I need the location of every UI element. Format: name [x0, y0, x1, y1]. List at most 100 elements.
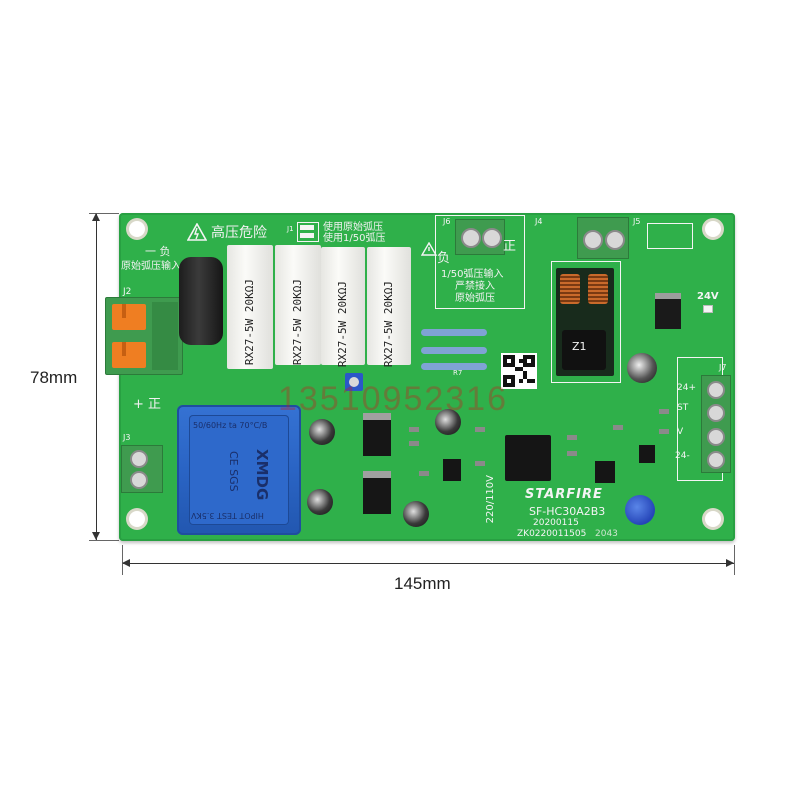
jumper-option-2: 使用1/50弧压 — [323, 233, 386, 244]
smd-component — [475, 427, 485, 432]
width-label: 145mm — [394, 574, 451, 593]
smd-component — [613, 425, 623, 430]
model-number: SF-HC30A2B3 — [529, 505, 606, 518]
j2-terminal-block[interactable] — [105, 297, 183, 375]
serial-suffix: 2043 — [595, 529, 618, 539]
smd-component — [659, 429, 669, 434]
j6-terminal-block[interactable] — [455, 219, 505, 255]
coil — [588, 274, 608, 304]
pcb-board: 高压危险 J1 使用原始弧压 使用1/50弧压 一 负 原始弧压输入 J2 + … — [105, 213, 735, 541]
relay-module: Z1 — [551, 261, 621, 383]
electrolytic-capacitor — [435, 409, 461, 435]
small-resistor — [421, 363, 487, 370]
j6-negative: 负 — [437, 251, 451, 266]
screw-terminal[interactable] — [583, 230, 603, 250]
pin-label: V — [677, 427, 684, 437]
led-indicator — [703, 305, 713, 313]
screw-terminal[interactable] — [482, 228, 502, 248]
connector-label-j1: J1 — [287, 225, 294, 233]
j7-terminal-block[interactable] — [701, 375, 731, 473]
screw-terminal[interactable] — [130, 450, 148, 468]
smd-component — [419, 471, 429, 476]
transformer-marks: CE SGS — [227, 451, 240, 492]
power-resistor: RX27-5W 20KΩJ — [367, 247, 411, 367]
power-transistor — [363, 413, 391, 456]
connector-label-j5: J5 — [633, 217, 641, 226]
connector-label-j2: J2 — [123, 287, 132, 297]
label-24v: 24V — [697, 291, 719, 302]
inductor-choke — [179, 257, 223, 345]
connector-label-j4: J4 — [535, 217, 543, 226]
transformer-test: HIPOT TEST 3.5KV — [191, 511, 264, 520]
screw-terminal[interactable] — [130, 471, 148, 489]
electrolytic-capacitor — [627, 353, 657, 383]
connector-label-j3: J3 — [123, 433, 131, 442]
jumper-option-1: 使用原始弧压 — [323, 222, 383, 233]
smd-component — [567, 435, 577, 440]
positive-label: + 正 — [133, 397, 162, 412]
power-resistor: RX27-5W 20KΩJ — [321, 247, 365, 367]
electrolytic-capacitor — [403, 501, 429, 527]
high-voltage-warning: 高压危险 — [211, 225, 267, 241]
j6-outline — [435, 215, 525, 309]
pin-label: 24+ — [677, 383, 696, 393]
transformer-rating: 50/60Hz ta 70°C/B — [193, 421, 268, 430]
j5-footprint — [647, 223, 693, 249]
j6-note-1: 1/50弧压输入 — [441, 269, 504, 280]
small-resistor — [421, 329, 487, 336]
voltage-regulator — [655, 293, 681, 329]
power-resistor: RX27-5W 20KΩJ — [227, 245, 273, 369]
orange-lever[interactable] — [112, 304, 146, 330]
pin-label: ST — [677, 403, 689, 413]
smd-component — [409, 441, 419, 446]
watermark: 13510952316 — [278, 380, 509, 418]
ic-chip — [443, 459, 461, 481]
coil — [560, 274, 580, 304]
connector-label-j6: J6 — [443, 217, 451, 226]
transformer-brand: XMDG — [253, 449, 271, 501]
hazard-icon — [186, 222, 208, 245]
power-resistor: RX27-5W 20KΩJ — [275, 245, 321, 365]
warning-triangle-icon — [420, 241, 438, 260]
smd-component — [567, 451, 577, 456]
electrolytic-capacitor — [307, 489, 333, 515]
orange-lever[interactable] — [112, 342, 146, 368]
smd-component — [475, 461, 485, 466]
mounting-hole — [129, 221, 145, 237]
j6-positive: 正 — [503, 239, 517, 254]
j6-note-2: 严禁接入 — [455, 281, 495, 292]
j3-terminal-block[interactable] — [121, 445, 163, 493]
ic-chip — [505, 435, 551, 481]
z1-label: Z1 — [572, 340, 587, 353]
smd-component — [659, 409, 669, 414]
transformer: 50/60Hz ta 70°C/B XMDG CE SGS HIPOT TEST… — [177, 405, 301, 535]
ic-chip — [595, 461, 615, 483]
serial-number: ZK0220011505 — [517, 529, 587, 539]
negative-label: 一 负 — [145, 245, 171, 258]
screw-terminal[interactable] — [707, 404, 725, 422]
brand-logo: STARFIRE — [525, 487, 603, 502]
small-resistor — [421, 347, 487, 354]
screw-terminal[interactable] — [707, 451, 725, 469]
power-transistor — [363, 471, 391, 514]
mounting-hole — [705, 221, 721, 237]
screw-terminal[interactable] — [707, 381, 725, 399]
qr-code — [501, 353, 537, 389]
j4-terminal-block[interactable] — [577, 217, 629, 259]
screw-terminal[interactable] — [707, 428, 725, 446]
screw-terminal[interactable] — [461, 228, 481, 248]
ic-chip — [639, 445, 655, 463]
pin-label: 24- — [675, 451, 690, 461]
r7-label: R7 — [453, 369, 463, 377]
mounting-hole — [129, 511, 145, 527]
date-code: 20200115 — [533, 518, 579, 528]
smd-component — [409, 427, 419, 432]
electrolytic-capacitor — [309, 419, 335, 445]
jumper-header — [297, 222, 319, 242]
voltage-label: 220/110V — [485, 475, 496, 524]
screw-terminal[interactable] — [605, 230, 625, 250]
j6-note-3: 原始弧压 — [455, 293, 495, 304]
trimmer-potentiometer[interactable] — [345, 373, 363, 391]
arc-input-label: 原始弧压输入 — [121, 261, 181, 272]
blue-capacitor — [625, 495, 655, 525]
